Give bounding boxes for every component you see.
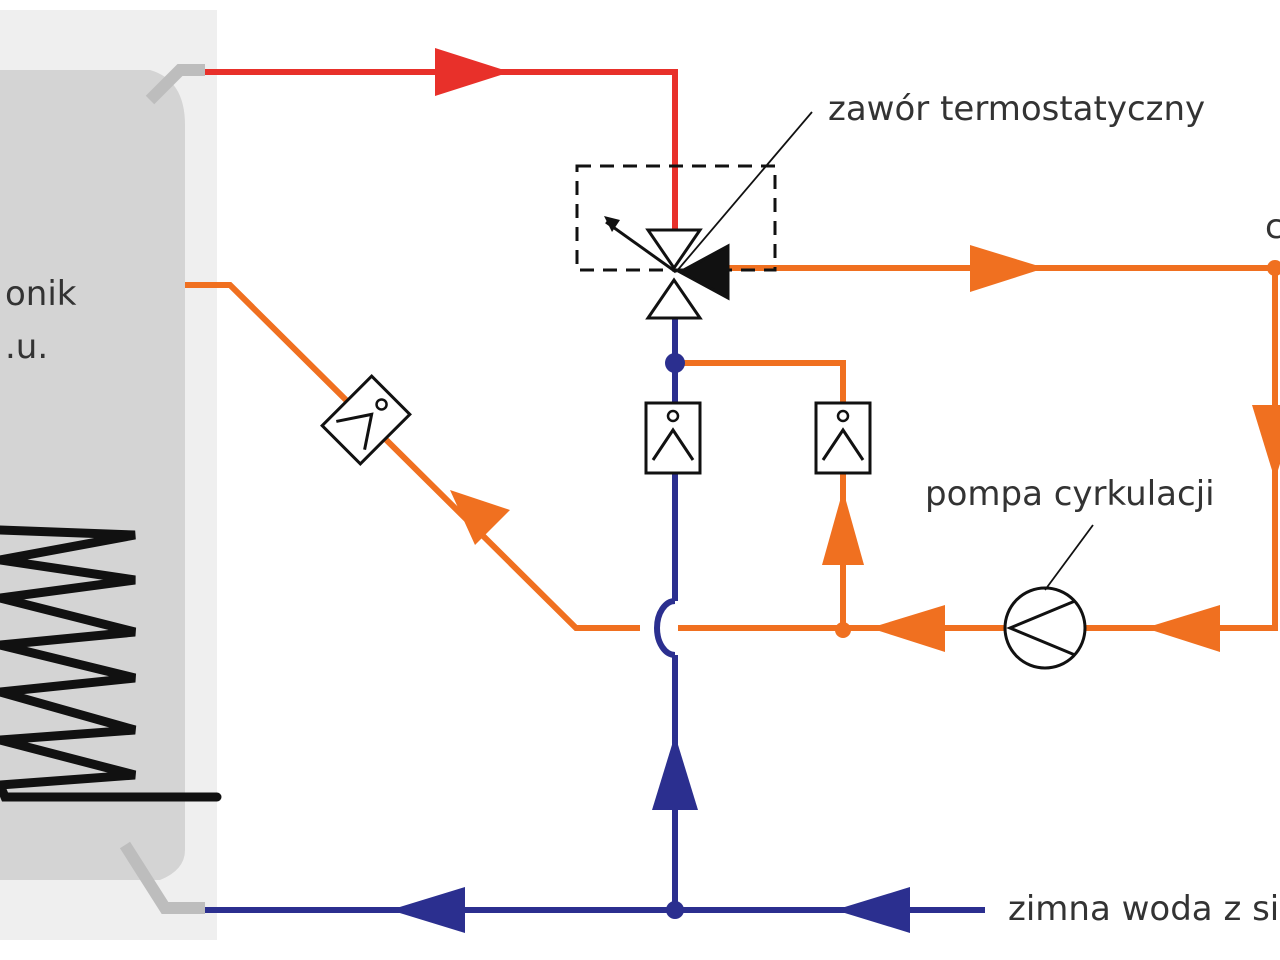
tank-label-line1: onik [5,274,77,314]
cold-water-arrows [390,735,910,933]
tank-label-line2: .u. [5,327,48,367]
valve-label: zawór termostatyczny [828,89,1205,129]
pump-icon [1003,524,1094,670]
edge-label: c [1265,207,1280,247]
pump-label: pompa cyrkulacji [925,474,1215,514]
three-way-valve-icon [575,111,813,320]
heating-coil-icon [0,525,222,802]
hot-water-tank [0,70,185,880]
flow-arrow [435,48,510,96]
circulation-arrows [450,245,1280,652]
junction-dot [835,622,851,638]
junction-dot [665,353,685,373]
junction-dot [1267,260,1280,276]
junction-dot [666,901,684,919]
tank-top-nozzle [145,64,205,105]
check-valve-icon [644,401,702,475]
cold-water-label: zimna woda z si [1008,889,1279,929]
check-valve-icon [814,401,872,475]
tank-bottom-nozzle [119,841,205,914]
hot-water-supply-line [205,48,678,232]
